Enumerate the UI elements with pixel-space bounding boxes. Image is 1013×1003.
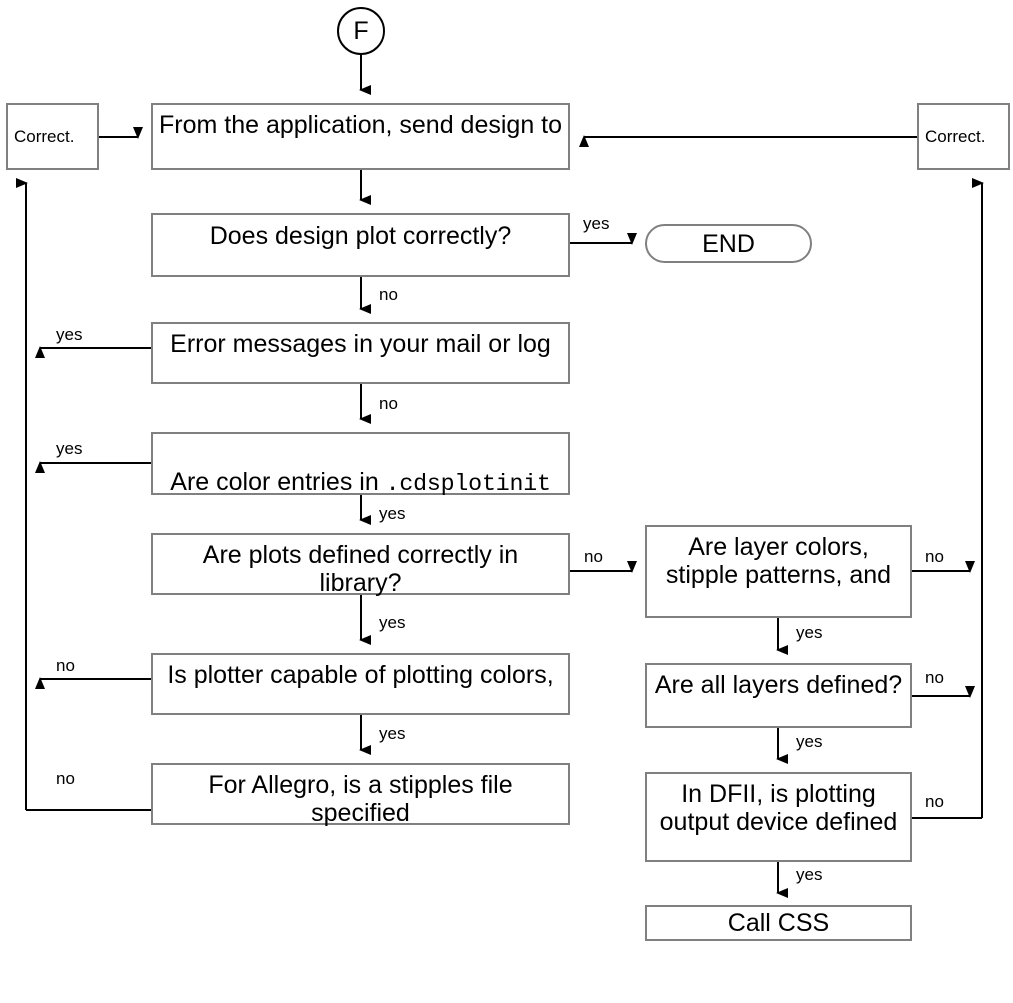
edge-label-plotcheck-yes: yes [583, 215, 609, 232]
edge-label-color-yes-left: yes [56, 440, 82, 457]
edge-label-plotcheck-no: no [379, 286, 398, 303]
edge-label-text: yes [796, 732, 823, 751]
edge-label-plotter-no: no [56, 657, 75, 674]
node-correct-left-label: Correct. [14, 126, 75, 146]
edge-label-dfii-no: no [925, 793, 944, 810]
node-plot-correctly[interactable]: Does design plot correctly? [151, 213, 570, 277]
edge-label-dfii-yes: yes [796, 866, 822, 883]
edge-label-text: no [925, 668, 944, 687]
edge-label-alllayers-yes: yes [796, 733, 822, 750]
edge-label-error-no: no [379, 395, 398, 412]
node-layer-colors-label: Are layer colors, stipple patterns, and [665, 533, 892, 589]
node-correct-left[interactable]: Correct. [6, 103, 99, 170]
edge-label-text: yes [379, 504, 406, 523]
edge-label-color-yes-down: yes [379, 505, 405, 522]
node-allegro-stipples-label: For Allegro, is a stipples file specifie… [208, 771, 513, 827]
edge-label-text: yes [56, 439, 83, 458]
node-layer-colors[interactable]: Are layer colors, stipple patterns, and [645, 525, 912, 618]
edge-label-alllayers-no: no [925, 669, 944, 686]
node-start[interactable]: F [337, 7, 385, 55]
edge-label-plots-yes: yes [379, 614, 405, 631]
node-all-layers-label: Are all layers defined? [654, 671, 903, 699]
edge-label-plots-no: no [584, 548, 603, 565]
edge-label-error-yes: yes [56, 326, 82, 343]
edge-label-text: no [925, 792, 944, 811]
edge-label-text: yes [379, 613, 406, 632]
edge-label-allegro-no: no [56, 770, 75, 787]
node-color-entries-label: Are color entries in [170, 468, 386, 496]
node-color-entries[interactable]: Are color entries in .cdsplotinit [151, 432, 570, 497]
node-error-messages-label: Error messages in your mail or log [170, 330, 551, 358]
edge-label-text: no [925, 547, 944, 566]
edge-label-text: no [56, 769, 75, 788]
edge-label-text: no [56, 656, 75, 675]
edge-label-text: yes [796, 623, 823, 642]
node-all-layers[interactable]: Are all layers defined? [645, 663, 912, 728]
node-plotter-capable-label: Is plotter capable of plotting colors, [167, 661, 554, 689]
node-call-css[interactable]: Call CSS [645, 905, 912, 941]
edge-label-text: no [379, 394, 398, 413]
node-color-entries-file: .cdsplotinit [385, 471, 551, 497]
node-end[interactable]: END [645, 224, 812, 263]
edge-label-text: yes [56, 325, 83, 344]
edge-label-layercolors-no: no [925, 548, 944, 565]
edge-label-text: yes [379, 724, 406, 743]
node-allegro-stipples[interactable]: For Allegro, is a stipples file specifie… [151, 763, 570, 827]
node-plots-defined-label: Are plots defined correctly in library? [202, 541, 519, 597]
node-correct-right-label: Correct. [925, 126, 986, 146]
node-dfii-device-label: In DFII, is plotting output device defin… [659, 780, 898, 836]
edge-label-text: yes [796, 865, 823, 884]
edge-label-text: no [379, 285, 398, 304]
edge-label-text: no [584, 547, 603, 566]
node-correct-right[interactable]: Correct. [917, 103, 1010, 170]
edge-label-text: yes [583, 214, 610, 233]
node-send-design-label: From the application, send design to [159, 111, 563, 139]
edge-label-plotter-yes: yes [379, 725, 405, 742]
node-plot-correctly-label: Does design plot correctly? [209, 222, 512, 250]
node-error-messages[interactable]: Error messages in your mail or log [151, 322, 570, 384]
node-dfii-device[interactable]: In DFII, is plotting output device defin… [645, 772, 912, 862]
node-plots-defined[interactable]: Are plots defined correctly in library? [151, 533, 570, 597]
edge-label-layercolors-yes: yes [796, 624, 822, 641]
node-color-entries-text: Are color entries in .cdsplotinit [164, 440, 556, 497]
node-call-css-label: Call CSS [727, 909, 830, 937]
node-end-label: END [702, 229, 755, 258]
node-send-design[interactable]: From the application, send design to [151, 103, 570, 170]
node-start-label: F [353, 17, 369, 45]
node-plotter-capable[interactable]: Is plotter capable of plotting colors, [151, 653, 570, 715]
